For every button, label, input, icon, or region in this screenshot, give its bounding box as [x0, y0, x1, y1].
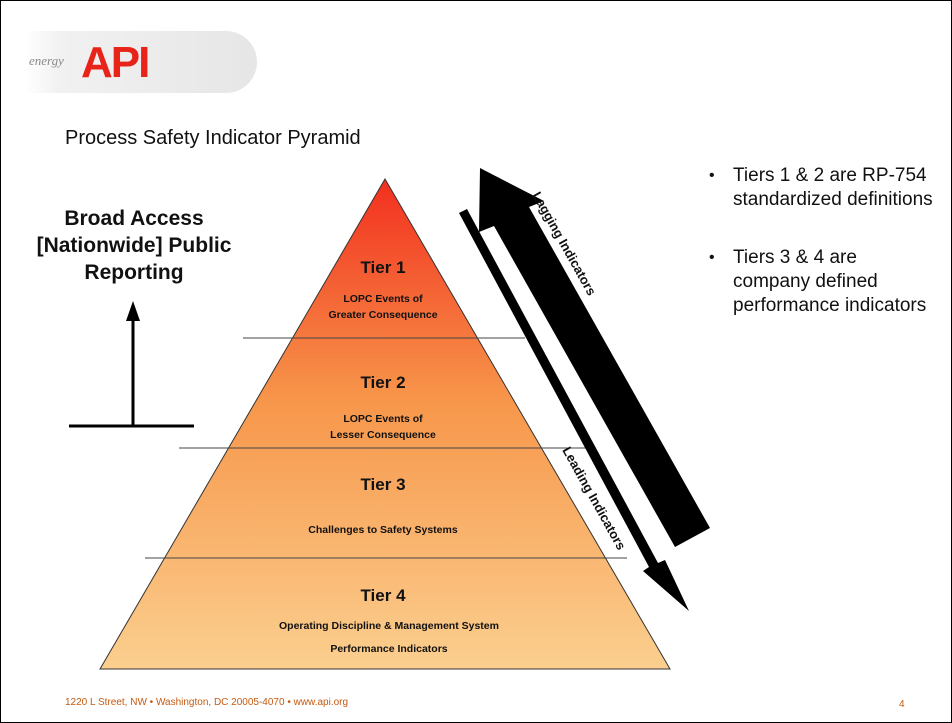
tier-1-line-2: Greater Consequence — [328, 309, 437, 321]
tier-2-line-1: LOPC Events of — [343, 413, 423, 425]
tier-2-line-2: Lesser Consequence — [330, 429, 436, 441]
bullet-text-2: Tiers 3 & 4 are company defined performa… — [733, 247, 927, 316]
bullet-dot: • — [709, 249, 715, 266]
tier-4-title: Tier 4 — [360, 586, 406, 605]
bullet-text-1: Tiers 1 & 2 are RP-754 standardized defi… — [733, 165, 933, 210]
heading-line-1: Broad Access — [64, 207, 204, 230]
lagging-indicators-arrow — [479, 168, 710, 547]
logo-band — [25, 31, 257, 93]
tier-3-title: Tier 3 — [360, 475, 405, 494]
tier-1-title: Tier 1 — [360, 258, 405, 277]
api-logo-text: API — [81, 41, 148, 81]
reporting-arrow-head — [126, 301, 140, 321]
heading-line-2: [Nationwide] Public — [36, 234, 232, 257]
tier-2-title: Tier 2 — [360, 373, 405, 392]
footer-address: 1220 L Street, NW • Washington, DC 20005… — [65, 697, 349, 708]
heading-line-3: Reporting — [84, 261, 184, 284]
logo-energy-text: energy — [29, 53, 64, 68]
tier-1-line-1: LOPC Events of — [343, 293, 423, 305]
tier-4-line-2: Performance Indicators — [330, 643, 447, 655]
public-reporting-heading: Broad Access [Nationwide] Public Reporti… — [19, 205, 249, 286]
slide-title: Process Safety Indicator Pyramid — [65, 127, 361, 149]
bullet-item: • Tiers 1 & 2 are RP-754 standardized de… — [709, 164, 939, 212]
tier-4-line-1: Operating Discipline & Management System — [279, 620, 499, 632]
leading-indicators-arrow — [459, 209, 689, 611]
tier-3-line-1: Challenges to Safety Systems — [308, 524, 458, 536]
bullet-list: • Tiers 1 & 2 are RP-754 standardized de… — [709, 164, 939, 352]
bullet-item: • Tiers 3 & 4 are company defined perfor… — [709, 246, 939, 318]
pyramid-shape — [99, 178, 671, 670]
bullet-dot: • — [709, 167, 715, 184]
page-number: 4 — [899, 699, 905, 710]
api-logo: API — [81, 41, 150, 81]
